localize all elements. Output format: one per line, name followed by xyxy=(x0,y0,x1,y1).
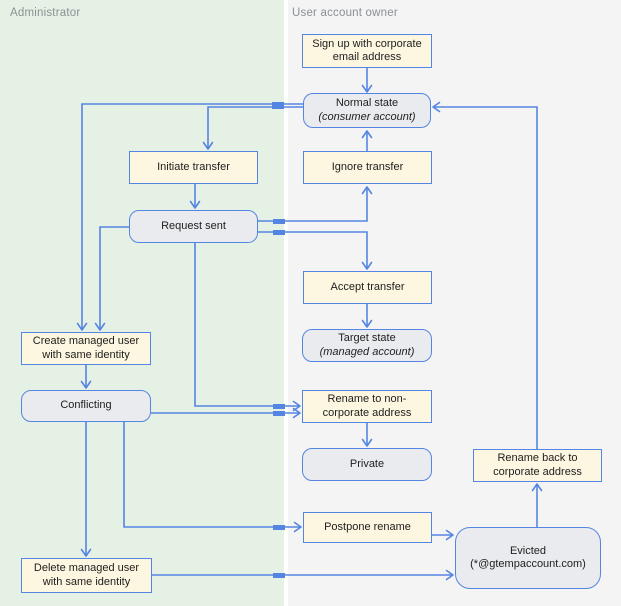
node-rename_non-label: Rename to non- xyxy=(327,393,407,405)
node-postpone: Postpone rename xyxy=(303,512,432,543)
node-signup-label: Sign up with corporate xyxy=(312,37,422,50)
node-ignore: Ignore transfer xyxy=(303,151,432,184)
node-conflicting: Conflicting xyxy=(21,390,151,422)
node-rename_back-label: Rename back to xyxy=(497,452,578,464)
lane-administrator xyxy=(0,0,284,606)
node-initiate: Initiate transfer xyxy=(129,151,258,184)
node-postpone-label: Postpone rename xyxy=(324,520,411,533)
lane-label-user-account-owner: User account owner xyxy=(292,7,398,19)
node-target-sublabel: (managed account) xyxy=(319,345,415,358)
node-signup-sublabel: email address xyxy=(332,51,402,63)
node-normal-label: Normal state xyxy=(335,97,399,109)
node-create-sublabel: with same identity xyxy=(42,348,130,361)
lane-label-administrator: Administrator xyxy=(10,7,81,19)
node-create-label: Create managed user xyxy=(32,335,140,347)
node-request: Request sent xyxy=(129,210,258,243)
node-ignore-label: Ignore transfer xyxy=(331,160,404,173)
node-delete-sublabel: with same identity xyxy=(42,575,131,588)
node-conflicting-label: Conflicting xyxy=(60,399,112,412)
node-evicted: Evicted(*@gtempaccount.com) xyxy=(455,527,601,589)
node-evicted-label: Evicted xyxy=(509,544,547,557)
node-evicted-sublabel: (*@gtempaccount.com) xyxy=(470,558,586,570)
node-target: Target state(managed account) xyxy=(302,329,432,362)
node-rename_back-sublabel: corporate address xyxy=(493,465,582,478)
node-rename_non: Rename to non-corporate address xyxy=(302,390,432,423)
node-accept-label: Accept transfer xyxy=(330,280,405,293)
node-target-label: Target state xyxy=(338,332,396,344)
node-initiate-label: Initiate transfer xyxy=(157,160,230,173)
node-rename_non-sublabel: corporate address xyxy=(322,406,412,419)
node-normal: Normal state(consumer account) xyxy=(303,93,431,128)
node-private: Private xyxy=(302,448,432,481)
node-delete-label: Delete managed user xyxy=(33,562,140,574)
node-private-label: Private xyxy=(349,457,385,470)
node-request-label: Request sent xyxy=(161,219,226,232)
node-accept: Accept transfer xyxy=(303,271,432,304)
node-normal-sublabel: (consumer account) xyxy=(318,110,416,123)
